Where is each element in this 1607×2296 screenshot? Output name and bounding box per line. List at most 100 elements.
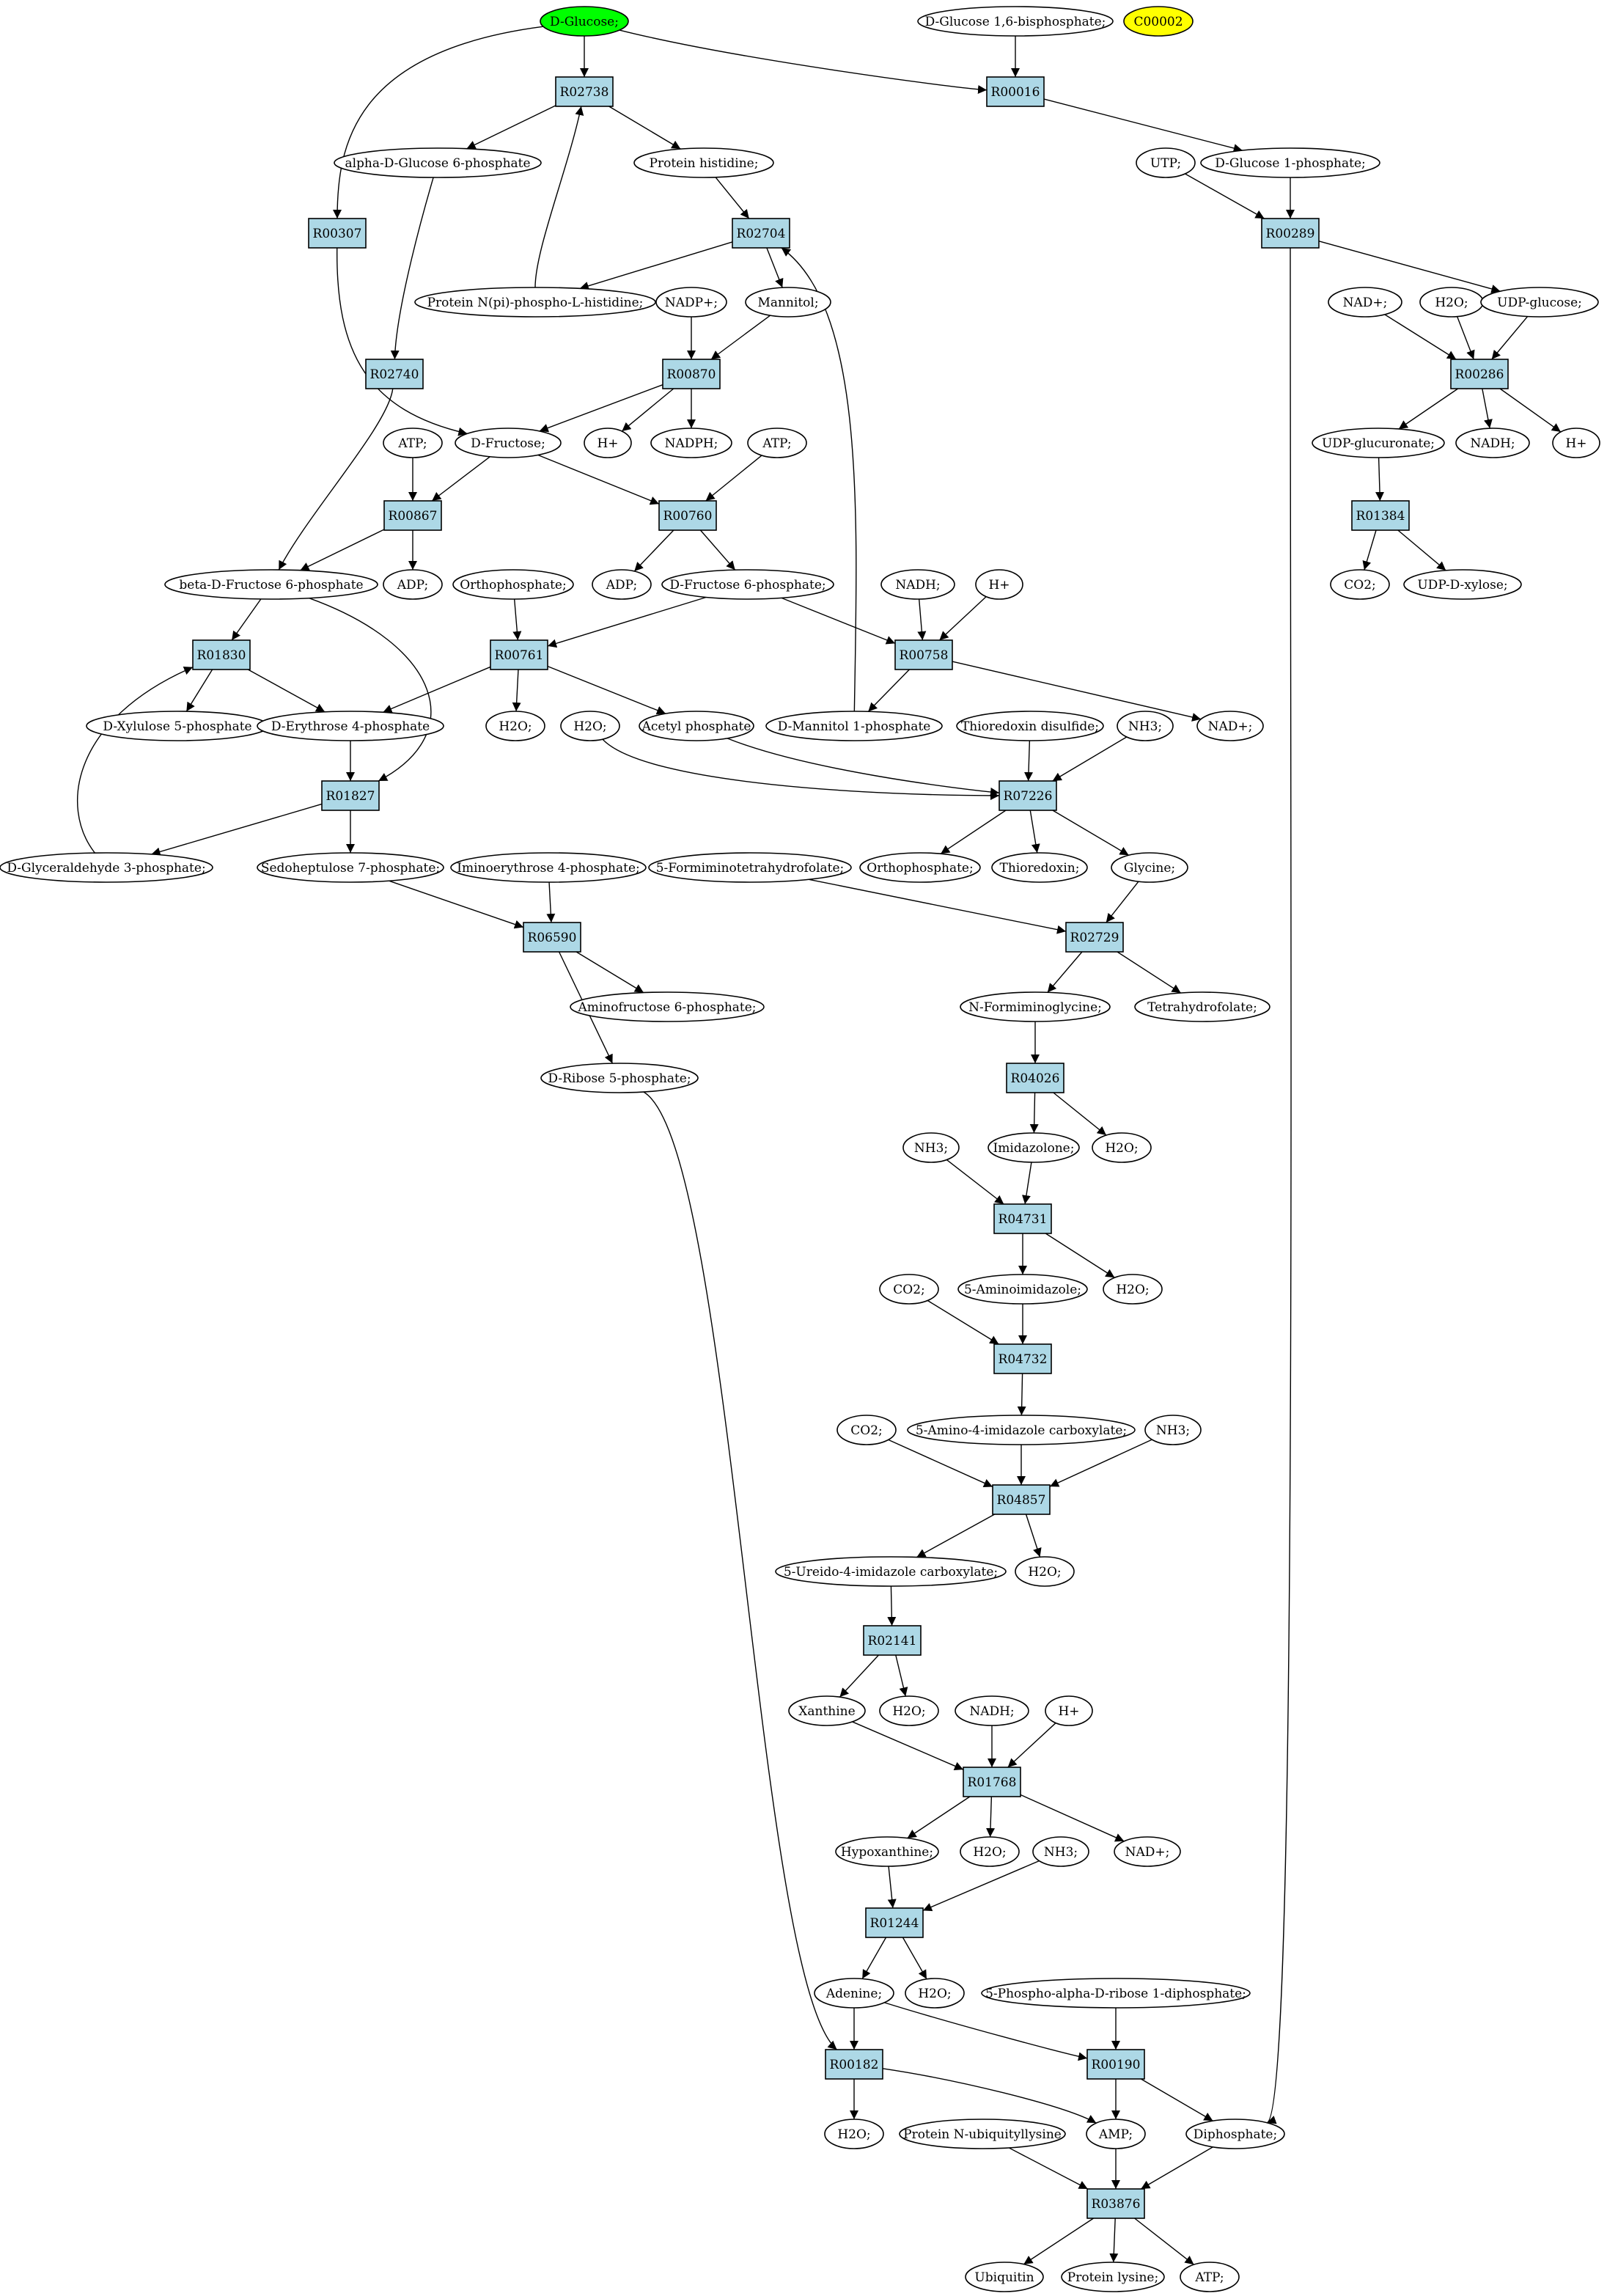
reaction-label: R00867 [389, 509, 438, 524]
compound-node: NH3; [1032, 1836, 1089, 1867]
edge-r_R03876-to-c_protlys [1109, 2218, 1119, 2263]
compound-ellipse [905, 1978, 965, 2009]
reaction-box [555, 76, 614, 107]
reaction-node: R02141 [863, 1625, 922, 1656]
reaction-label: R01827 [326, 789, 375, 804]
edge-r_R00016-to-c_g1p [1043, 98, 1243, 153]
compound-ellipse [917, 6, 1114, 37]
reaction-box [1065, 922, 1124, 953]
compound-ellipse [383, 569, 443, 600]
compound-label: CO2; [1344, 578, 1376, 593]
edge-c_prothis-to-r_R02704 [715, 177, 750, 219]
compound-node: ATP; [383, 428, 443, 458]
reaction-label: R00760 [663, 509, 713, 524]
reaction-node: R00867 [383, 500, 442, 531]
compound-node: Tetrahydrofolate; [1134, 991, 1270, 1022]
reaction-box [863, 1625, 922, 1656]
compound-node: 5-Aminoimidazole; [957, 1274, 1088, 1305]
edge-r_R00760-to-c_df6p [699, 529, 736, 571]
compound-node: D-Mannitol 1-phosphate [765, 711, 943, 741]
compound-label: D-Fructose 6-phosphate; [669, 578, 825, 593]
compound-node: H2O; [1092, 1132, 1152, 1163]
compound-label: Xanthine [798, 1704, 855, 1719]
compound-node: Protein N(pi)-phospho-L-histidine; [414, 287, 656, 318]
compound-node: H2O; [905, 1978, 965, 2009]
compound-label: NADH; [895, 578, 940, 593]
reaction-box [865, 1907, 924, 1938]
edge-r_R04732-to-c_5a4icarb [1017, 1373, 1026, 1416]
compound-ellipse [257, 711, 444, 741]
compound-ellipse [648, 852, 852, 883]
compound-ellipse [988, 1132, 1080, 1163]
compound-ellipse [661, 569, 834, 600]
compound-node: NAD+; [1328, 287, 1402, 318]
reaction-box [1450, 359, 1509, 389]
compound-ellipse [450, 852, 647, 883]
reaction-node: R01827 [321, 780, 380, 811]
reaction-label: R00758 [900, 648, 949, 663]
edge-c_nadh2-to-r_R00758 [917, 598, 927, 641]
compound-label: NADH; [1470, 436, 1515, 451]
compound-label: D-Fructose; [471, 436, 545, 451]
compound-node: 5-Phospho-alpha-D-ribose 1-diphosphate; [981, 1978, 1251, 2009]
edge-r_R01768-to-c_hypox [907, 1796, 971, 1839]
compound-node: D-Glyceraldehyde 3-phosphate; [0, 852, 213, 883]
compound-ellipse [452, 569, 574, 600]
compound-label: NH3; [1128, 719, 1162, 734]
compound-ellipse [981, 1978, 1251, 2009]
reaction-box [523, 922, 581, 953]
compound-label: NADP+; [665, 296, 718, 310]
compound-label: Adenine; [825, 1987, 882, 2001]
compound-node: H+ [975, 569, 1023, 600]
reaction-box [383, 500, 442, 531]
compound-ellipse [1200, 147, 1380, 178]
compound-ellipse [1180, 2262, 1240, 2292]
edge-c_g3p-to-r_R01830 [76, 667, 194, 854]
edge-c_glucose-to-r_R00016 [619, 29, 988, 94]
compound-node: NADH; [955, 1695, 1029, 1726]
reaction-node: R02704 [732, 218, 790, 249]
edge-r_R01384-to-c_co2a [1362, 529, 1377, 571]
reaction-node: R01384 [1351, 500, 1410, 531]
edge-c_glycine-to-r_R02729 [1106, 881, 1139, 923]
compound-node: C00002 [1123, 6, 1194, 37]
compound-node: CO2; [1330, 569, 1390, 600]
reaction-label: R02704 [737, 227, 786, 241]
compound-ellipse [1185, 2119, 1285, 2149]
edge-r_R02729-to-c_thf [1117, 951, 1182, 994]
edge-r_R00758-to-c_dman1p [867, 669, 910, 712]
edge-r_R00190-to-c_diphos [1140, 2078, 1213, 2121]
compound-ellipse [0, 852, 213, 883]
compound-ellipse [907, 1415, 1136, 1445]
edge-r_R02704-to-c_protnpi [579, 241, 733, 290]
reaction-node: R00760 [658, 500, 717, 531]
compound-node: ATP; [747, 428, 807, 458]
reaction-box [365, 359, 424, 389]
edge-r_R01244-to-c_adenine [861, 1937, 887, 1979]
compound-label: 5-Amino-4-imidazole carboxylate; [916, 1423, 1127, 1438]
edge-r_R00761-to-c_h2o2 [512, 669, 521, 712]
compound-ellipse [570, 991, 765, 1022]
compound-node: NH3; [1144, 1415, 1202, 1445]
compound-node: AMP; [1086, 2119, 1146, 2149]
compound-ellipse [1480, 287, 1599, 318]
compound-node: H2O; [1015, 1556, 1075, 1587]
edge-r_R07226-to-c_thio [1029, 810, 1040, 854]
compound-label: Aminofructose 6-phosphate; [577, 1000, 756, 1015]
reaction-label: R00182 [830, 2058, 879, 2072]
compound-ellipse [1312, 428, 1445, 458]
compound-label: Tetrahydrofolate; [1147, 1000, 1257, 1015]
compound-ellipse [1134, 991, 1270, 1022]
reaction-box [1006, 1063, 1064, 1093]
compound-node: NAD+; [1114, 1836, 1181, 1867]
edge-c_dman1p-to-r_R02704 [781, 247, 857, 712]
compound-ellipse [655, 287, 727, 318]
edge-r_R00760-to-c_adp2 [633, 529, 674, 572]
reaction-node: R00870 [662, 359, 721, 389]
compound-node: Orthophosphate; [452, 569, 574, 600]
reaction-box [993, 1203, 1052, 1234]
reaction-box [894, 639, 953, 670]
edge-r_R02141-to-c_h2o7 [895, 1654, 908, 1697]
compound-label: Hypoxanthine; [841, 1845, 933, 1860]
compound-label: H+ [1058, 1704, 1079, 1719]
